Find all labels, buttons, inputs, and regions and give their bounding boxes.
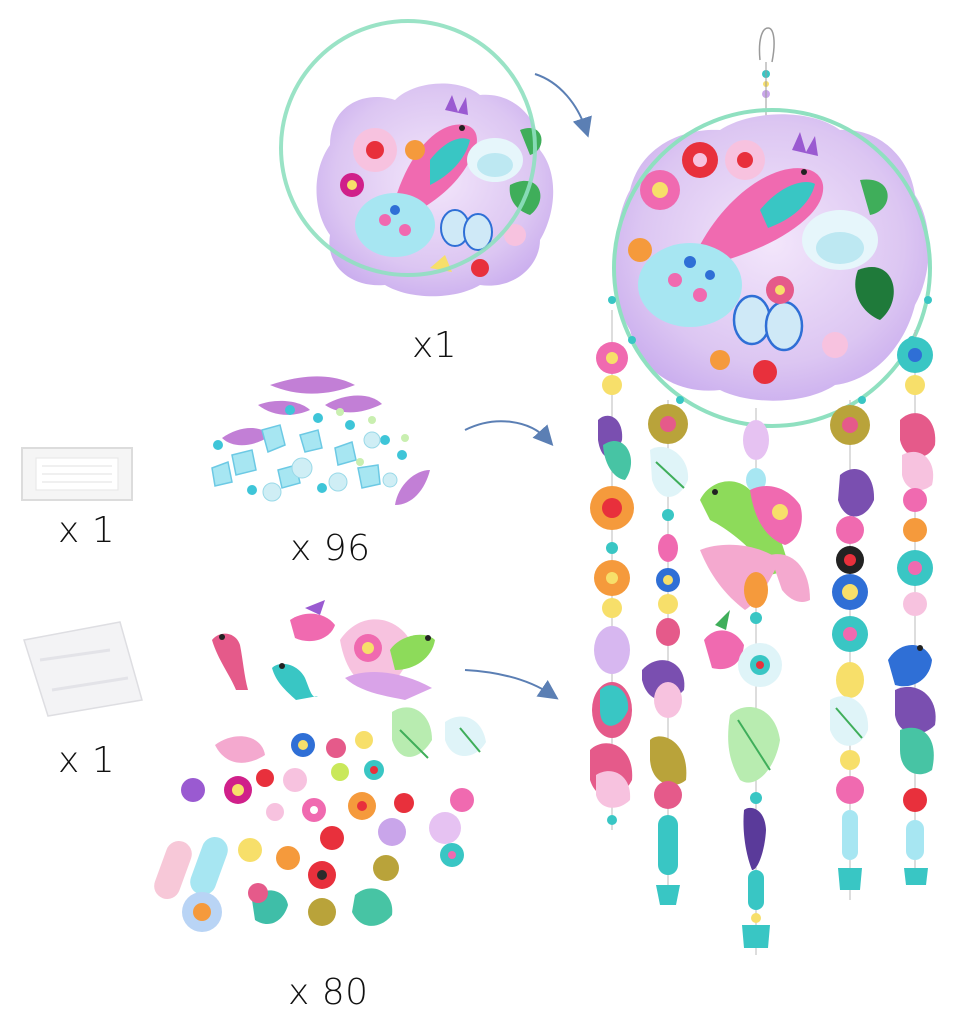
arrow-disc — [534, 73, 592, 138]
beads-group — [211, 376, 430, 505]
strand-5 — [888, 330, 936, 885]
plastic-bag — [23, 621, 143, 717]
strand-4 — [830, 400, 875, 900]
hoop-ring — [612, 108, 932, 428]
thread-card — [21, 447, 133, 501]
stickers-quantity-label: x 80 — [288, 972, 369, 1013]
thread-quantity-label: x 1 — [58, 510, 116, 551]
lily-icon — [467, 138, 523, 182]
hummingbird-icon — [290, 600, 335, 642]
butterfly-icon — [440, 209, 493, 251]
disc-quantity-label: x1 — [412, 325, 458, 366]
disc-component — [316, 83, 554, 297]
parrot-icon — [340, 619, 435, 700]
hoop-ring — [279, 19, 537, 277]
stickers-group — [154, 600, 486, 932]
finished-dreamcatcher — [590, 27, 936, 955]
beads-quantity-label: x 96 — [290, 528, 371, 569]
strand-2 — [642, 400, 689, 905]
bag-quantity-label: x 1 — [58, 740, 116, 781]
strand-1 — [590, 310, 634, 830]
sticker-dots — [181, 731, 474, 926]
arrow-stickers — [464, 669, 559, 700]
flower-icon — [353, 128, 397, 172]
bird-icon — [212, 633, 248, 690]
flower-icon — [182, 892, 222, 932]
strand-3 — [700, 408, 810, 955]
butterfly-icon — [732, 294, 804, 352]
bird-icon — [272, 663, 318, 700]
tail-pattern — [355, 193, 435, 257]
arrow-beads — [464, 420, 554, 446]
